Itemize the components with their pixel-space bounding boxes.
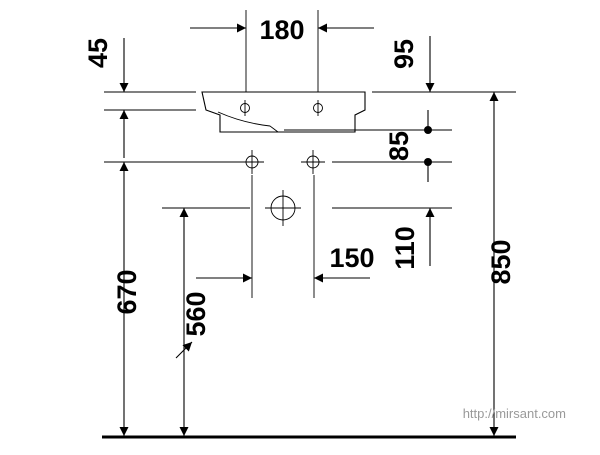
basin-tap-holes (240, 100, 323, 116)
dim-label-560: 560 (181, 291, 211, 336)
dimension-85: 85 (292, 110, 452, 182)
supply-points (104, 150, 325, 174)
dim-label-180: 180 (259, 15, 304, 45)
pointer-arrow (175, 341, 193, 359)
dim-label-95: 95 (389, 39, 419, 69)
dimension-150: 150 (196, 175, 375, 298)
dim-label-85: 85 (384, 131, 414, 161)
dimension-850: 850 (486, 92, 516, 436)
dimension-top-180: 180 (190, 10, 374, 92)
dimension-560: 560 (175, 208, 211, 436)
waste-outlet (162, 190, 452, 226)
dim-label-45: 45 (83, 38, 113, 68)
dim-label-150: 150 (329, 243, 374, 273)
basin-outline (201, 91, 366, 133)
dimension-left-45: 45 (83, 38, 196, 158)
dim-label-850: 850 (486, 239, 516, 284)
dim-label-110: 110 (390, 226, 420, 270)
dim-dot-upper (424, 126, 432, 134)
watermark-text: http://mirsant.com (463, 406, 566, 421)
dimension-right-95: 95 (372, 36, 516, 93)
dimension-670: 670 (112, 162, 142, 436)
dimension-110: 110 (390, 208, 435, 270)
dim-label-670: 670 (112, 269, 142, 314)
dim-dot-lower (424, 158, 432, 166)
